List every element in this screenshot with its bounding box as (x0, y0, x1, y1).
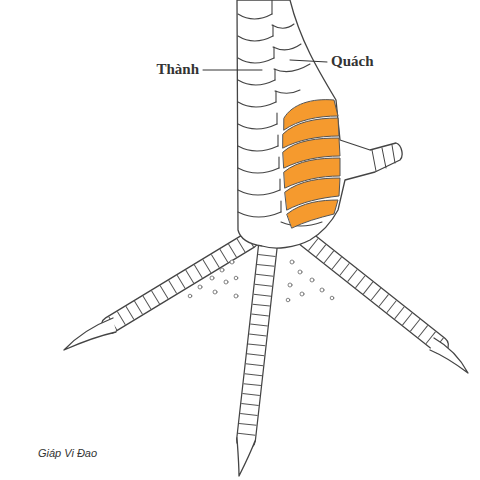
leader-line (290, 60, 327, 62)
part-label-holder: Quách (331, 53, 374, 70)
highlighted-scales (283, 100, 340, 228)
toes (64, 238, 468, 476)
figure-caption: Giáp Vi Đao (38, 447, 97, 459)
leader-line (203, 70, 262, 71)
foot-pad-dots (188, 260, 334, 302)
part-label-holder: Thành (156, 61, 199, 78)
part-label: Thành (156, 61, 199, 77)
figure-caption-holder: Giáp Vi Đao (38, 447, 97, 459)
part-label: Quách (331, 53, 374, 69)
shank-outline (237, 0, 402, 248)
front-scales (238, 0, 281, 217)
